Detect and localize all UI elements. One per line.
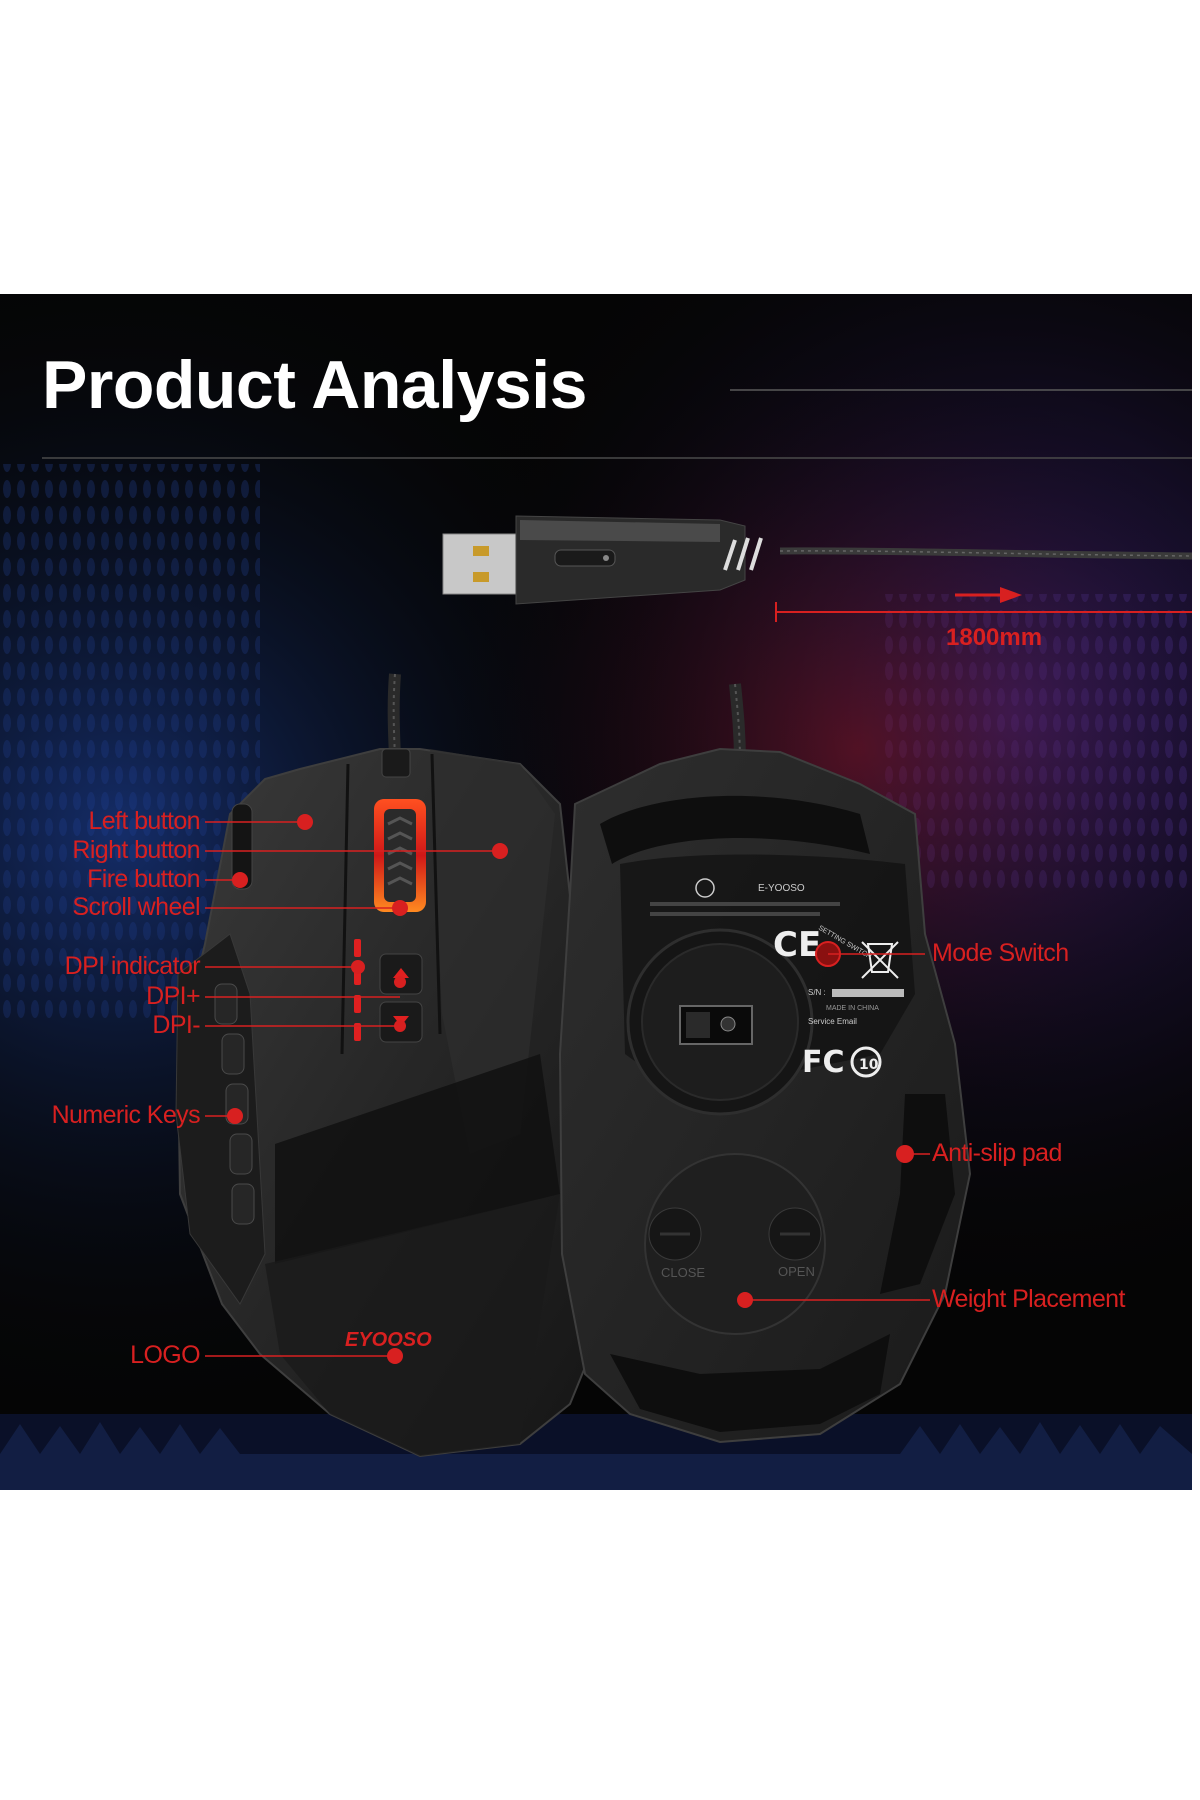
usb-cable	[442, 515, 1192, 605]
callout-left-button: Left button	[88, 807, 200, 835]
svg-text:FC: FC	[802, 1045, 845, 1080]
mouse-logo: EYOOSO	[345, 1329, 432, 1351]
svg-text:10: 10	[859, 1057, 879, 1073]
callout-anti-slip-pad: Anti-slip pad	[932, 1139, 1062, 1167]
cable-length-label: 1800mm	[946, 624, 1043, 651]
svg-text:CE: CE	[773, 925, 821, 965]
callout-dpi-indicator: DPI indicator	[64, 952, 201, 980]
callout-dpi-plus: DPI+	[146, 982, 200, 1010]
callout-weight-placement: Weight Placement	[932, 1285, 1125, 1313]
callout-dpi-minus: DPI-	[152, 1011, 200, 1039]
product-illustration: EYOOSO CE FC 10 E-YOOSO	[0, 294, 1192, 1490]
callout-right-button: Right button	[72, 836, 200, 864]
product-panel: EYOOSO CE FC 10 E-YOOSO	[0, 294, 1192, 1490]
callout-fire-button: Fire button	[87, 865, 201, 893]
mouse-top-view	[175, 748, 617, 1458]
label-service-email: Service Email	[808, 1017, 857, 1026]
page-title: Product Analysis	[42, 347, 587, 423]
callout-numeric-keys: Numeric Keys	[51, 1101, 201, 1129]
label-brand: E-YOOSO	[758, 883, 805, 894]
callout-markers	[227, 814, 914, 1364]
callout-scroll-wheel: Scroll wheel	[72, 893, 200, 921]
callout-mode-switch: Mode Switch	[932, 939, 1069, 967]
callout-logo: LOGO	[130, 1341, 200, 1369]
label-close: CLOSE	[661, 1265, 705, 1280]
label-open: OPEN	[778, 1264, 815, 1279]
label-sn: S/N :	[808, 988, 826, 997]
label-made-in: MADE IN CHINA	[826, 1005, 879, 1012]
mouse-bottom-view: CE FC 10 E-YOOSO S/N : MADE IN CHINA Ser…	[558, 747, 972, 1444]
